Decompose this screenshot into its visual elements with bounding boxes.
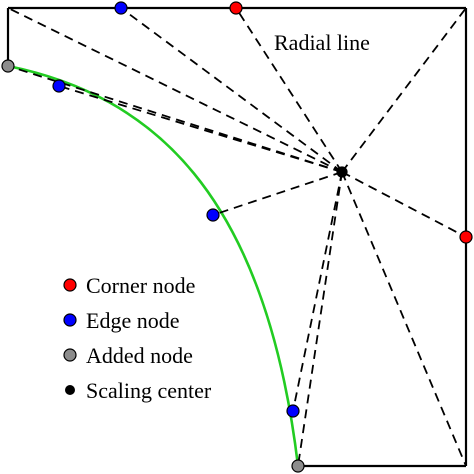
legend: Corner node Edge node Added node Scaling…: [63, 273, 212, 403]
radial-line: [292, 171, 343, 412]
corner-node: [459, 230, 473, 244]
scaling-center: [336, 166, 348, 178]
curved-edge: [7, 64, 300, 467]
radial-line: [7, 7, 343, 173]
legend-marker-edge-node: [63, 313, 77, 327]
radial-line: [58, 85, 343, 173]
edge-node: [114, 1, 128, 15]
edge-node: [52, 79, 66, 93]
radial-line: [341, 171, 467, 238]
radial-line: [235, 7, 343, 173]
legend-marker-scaling-center: [65, 385, 75, 395]
radial-lines: [7, 7, 467, 467]
radial-line: [341, 7, 467, 173]
legend-label: Edge node: [86, 308, 179, 333]
legend-label: Corner node: [86, 273, 195, 298]
added-node: [291, 459, 305, 473]
edge-node: [206, 208, 220, 222]
edge-node: [286, 404, 300, 418]
legend-label: Added node: [86, 343, 193, 368]
legend-marker-added-node: [63, 348, 77, 362]
legend-label: Scaling center: [86, 378, 212, 403]
boundary-lines: [6, 6, 468, 468]
radial-line: [120, 7, 343, 173]
corner-node: [229, 1, 243, 15]
radial-line: [341, 171, 467, 467]
legend-marker-corner-node: [63, 278, 77, 292]
added-node: [1, 59, 15, 73]
radial-line: [297, 171, 343, 467]
radial-line-label: Radial line: [274, 30, 370, 55]
radial-line: [212, 171, 343, 216]
